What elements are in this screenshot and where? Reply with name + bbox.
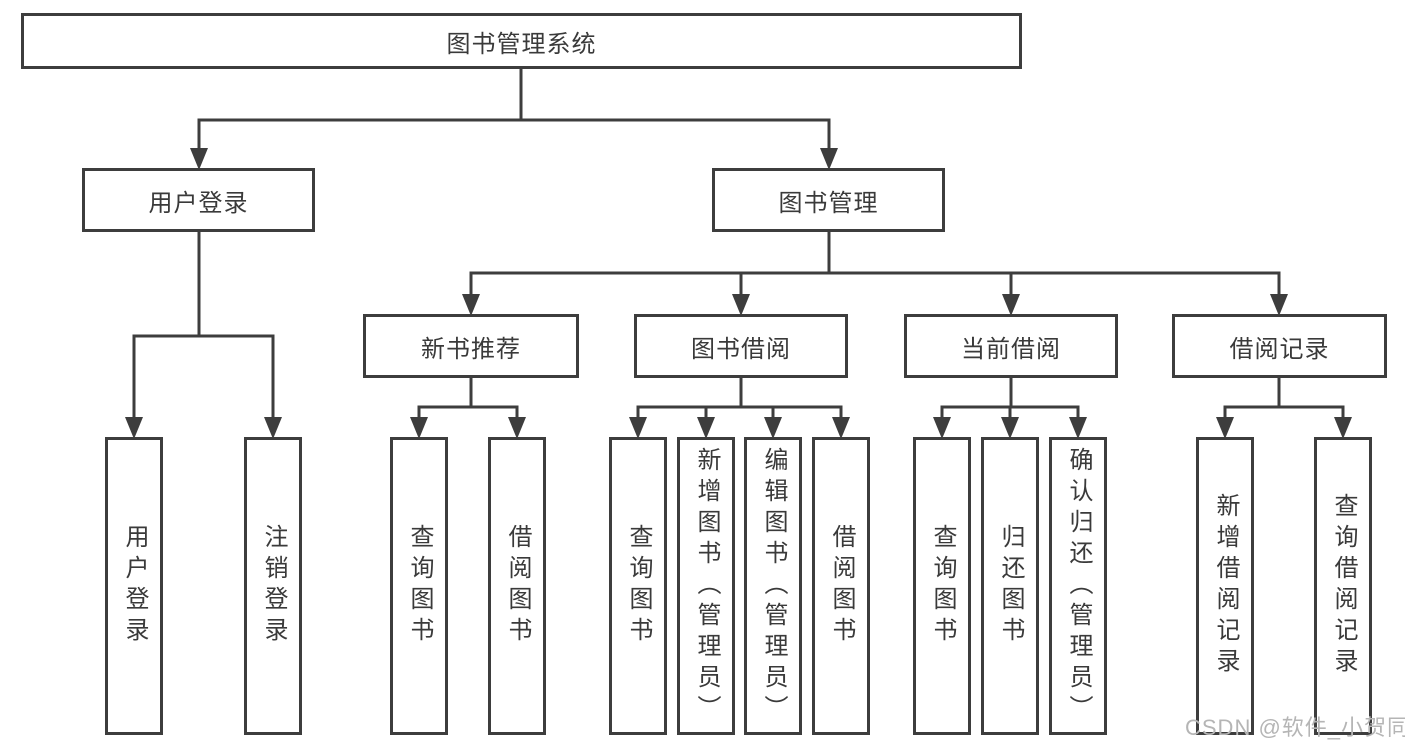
leaf-user-login: 用户登录 (105, 437, 163, 735)
node-new-book-recommend: 新书推荐 (363, 314, 579, 378)
leaf-query-borrow-record-label: 查询借阅记录 (1330, 493, 1357, 679)
node-library-system-label: 图书管理系统 (446, 30, 597, 58)
leaf-borrow-books-recommend-label: 借阅图书 (504, 524, 531, 648)
leaf-borrow-books-label: 借阅图书 (828, 524, 855, 648)
leaf-return-book: 归还图书 (981, 437, 1039, 735)
node-borrow-records-label: 借阅记录 (1229, 335, 1330, 363)
node-user-login-group: 用户登录 (82, 168, 315, 232)
leaf-logout-login: 注销登录 (244, 437, 302, 735)
leaf-return-book-label: 归还图书 (997, 524, 1024, 648)
leaf-add-book-admin-label: 新增图书（管理员） (693, 446, 720, 726)
leaf-query-books-borrow: 查询图书 (609, 437, 667, 735)
leaf-query-books-borrow-label: 查询图书 (625, 524, 652, 648)
node-borrow-records: 借阅记录 (1172, 314, 1387, 378)
node-book-management: 图书管理 (712, 168, 945, 232)
leaf-query-books-current-label: 查询图书 (929, 524, 956, 648)
leaf-add-borrow-record: 新增借阅记录 (1196, 437, 1254, 735)
leaf-add-book-admin: 新增图书（管理员） (677, 437, 735, 735)
node-user-login-group-label: 用户登录 (148, 189, 249, 217)
node-current-borrow: 当前借阅 (904, 314, 1118, 378)
leaf-edit-book-admin: 编辑图书（管理员） (744, 437, 802, 735)
node-library-system: 图书管理系统 (21, 13, 1022, 69)
watermark-text: CSDN @软件_小贺同学 (1185, 715, 1405, 740)
node-book-management-label: 图书管理 (778, 189, 879, 217)
node-book-borrow: 图书借阅 (634, 314, 848, 378)
leaf-user-login-label: 用户登录 (121, 524, 148, 648)
leaf-confirm-return-admin: 确认归还（管理员） (1049, 437, 1107, 735)
node-new-book-recommend-label: 新书推荐 (421, 335, 521, 363)
leaf-borrow-books: 借阅图书 (812, 437, 870, 735)
leaf-query-borrow-record: 查询借阅记录 (1314, 437, 1372, 735)
leaf-add-borrow-record-label: 新增借阅记录 (1212, 493, 1239, 679)
leaf-query-books-recommend-label: 查询图书 (406, 524, 433, 648)
leaf-borrow-books-recommend: 借阅图书 (488, 437, 546, 735)
node-current-borrow-label: 当前借阅 (961, 335, 1061, 363)
leaf-query-books-recommend: 查询图书 (390, 437, 448, 735)
leaf-query-books-current: 查询图书 (913, 437, 971, 735)
node-book-borrow-label: 图书借阅 (691, 335, 791, 363)
leaf-edit-book-admin-label: 编辑图书（管理员） (760, 446, 787, 726)
leaf-logout-login-label: 注销登录 (260, 524, 287, 648)
leaf-confirm-return-admin-label: 确认归还（管理员） (1065, 446, 1092, 726)
